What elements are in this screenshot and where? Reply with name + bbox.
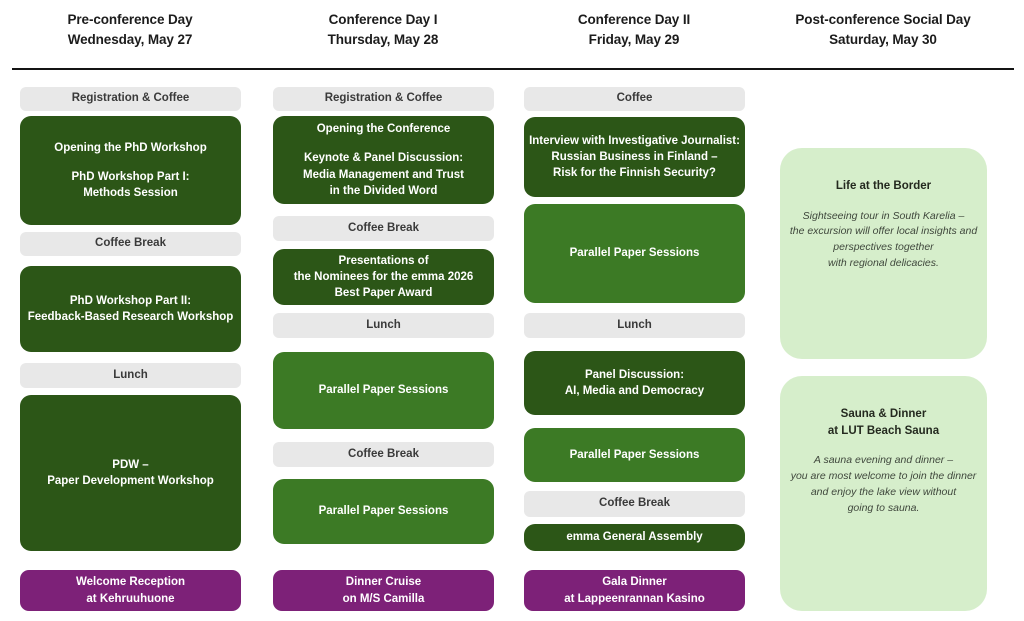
text-line: Coffee Break <box>348 221 419 234</box>
text-line: Media Management and Trust <box>302 168 465 181</box>
day-date: Wednesday, May 27 <box>67 31 193 47</box>
text-line: AI, Media and Democracy <box>564 385 705 397</box>
day-date: Thursday, May 28 <box>327 31 439 47</box>
text-line: on M/S Camilla <box>342 592 425 605</box>
text-line: Life at the Border <box>835 180 932 192</box>
session-card-panel-discussion[interactable]: Panel Discussion: AI, Media and Democracy <box>524 351 745 415</box>
day-date: Saturday, May 30 <box>829 31 937 47</box>
social-card-description: A sauna evening and dinner – you are most… <box>791 453 977 516</box>
day-heading-3: Conference Day II Friday, May 29 <box>474 10 794 50</box>
break-card-registration-coffee[interactable]: Registration & Coffee <box>20 87 241 111</box>
text-line: the Nominees for the emma 2026 <box>293 270 474 283</box>
session-card-parallel-paper-sessions[interactable]: Parallel Paper Sessions <box>524 428 745 482</box>
text-line: Parallel Paper Sessions <box>318 384 449 397</box>
text-line: at LUT Beach Sauna <box>827 424 940 437</box>
text-line: Opening the PhD Workshop <box>54 141 207 154</box>
text-line: Parallel Paper Sessions <box>569 448 700 461</box>
session-card-phd-workshop-part-ii[interactable]: PhD Workshop Part II: Feedback-Based Rese… <box>20 266 241 352</box>
text-line: Coffee <box>616 92 653 105</box>
break-card-lunch[interactable]: Lunch <box>524 313 745 338</box>
text-line: Russian Business in Finland – <box>551 150 718 163</box>
text-line: emma General Assembly <box>566 531 703 544</box>
text-line: Dinner Cruise <box>345 575 422 588</box>
text-line: Risk for the Finnish Security? <box>553 167 716 180</box>
text-line: Panel Discussion: <box>584 368 685 381</box>
session-card-interview-with-investigative-journalist[interactable]: Interview with Investigative Journalist:… <box>524 117 745 197</box>
text-line: Coffee Break <box>348 447 419 460</box>
text-line: Parallel Paper Sessions <box>569 247 700 260</box>
day-title: Conference Day II <box>577 12 691 27</box>
header-divider <box>12 68 1014 70</box>
text-line: Interview with Investigative Journalist: <box>529 134 740 147</box>
text-line: in the Divided Word <box>329 184 438 197</box>
text-line: Registration & Coffee <box>71 92 190 105</box>
text-line: perspectives together <box>833 241 934 254</box>
text-line: Best Paper Award <box>334 287 433 300</box>
day-title: Pre-conference Day <box>67 12 193 27</box>
day-title: Post-conference Social Day <box>795 12 971 27</box>
social-card-title: Life at the Border <box>836 178 931 195</box>
social-card-sauna-dinner[interactable]: Sauna & Dinner at LUT Beach Sauna A sauna … <box>780 376 987 611</box>
text-line: PDW – <box>112 458 149 471</box>
text-line: Coffee Break <box>599 497 670 510</box>
break-card-lunch[interactable]: Lunch <box>273 313 494 338</box>
text-line: Coffee Break <box>95 237 166 250</box>
text-line: the excursion will offer local insights … <box>789 225 978 238</box>
social-card-dinner-cruise[interactable]: Dinner Cruise on M/S Camilla <box>273 570 494 611</box>
text-line: at Kehruuhuone <box>86 592 175 605</box>
text-line: Sightseeing tour in South Karelia – <box>802 209 965 222</box>
break-card-lunch[interactable]: Lunch <box>20 363 241 388</box>
text-line: Keynote & Panel Discussion: <box>303 152 464 165</box>
day-heading-4: Post-conference Social Day Saturday, May… <box>723 10 1024 50</box>
break-card-coffee-break[interactable]: Coffee Break <box>273 442 494 467</box>
text-line: Lunch <box>366 318 401 331</box>
text-line: PhD Workshop Part II: <box>69 294 192 307</box>
text-line: Feedback-Based Research Workshop <box>27 311 234 323</box>
text-line: Methods Session <box>83 187 178 200</box>
break-card-coffee-break[interactable]: Coffee Break <box>20 232 241 256</box>
text-line: Welcome Reception <box>75 575 186 588</box>
social-card-gala-dinner[interactable]: Gala Dinner at Lappeenrannan Kasino <box>524 570 745 611</box>
day-date: Friday, May 29 <box>588 31 680 47</box>
text-line: at Lappeenrannan Kasino <box>564 592 705 605</box>
session-card-parallel-paper-sessions[interactable]: Parallel Paper Sessions <box>273 352 494 429</box>
day-title: Conference Day I <box>328 12 438 27</box>
text-line: Lunch <box>617 318 652 331</box>
text-line: Paper Development Workshop <box>47 475 214 487</box>
session-card-parallel-paper-sessions[interactable]: Parallel Paper Sessions <box>524 204 745 303</box>
text-line: going to sauna. <box>847 501 920 514</box>
text-line: Opening the Conference <box>316 122 451 135</box>
session-card-pdw[interactable]: PDW – Paper Development Workshop <box>20 395 241 551</box>
break-card-coffee[interactable]: Coffee <box>524 87 745 111</box>
text-line: Sauna & Dinner <box>840 408 927 420</box>
text-line: Parallel Paper Sessions <box>318 505 449 518</box>
session-card-emma-general-assembly[interactable]: emma General Assembly <box>524 524 745 551</box>
break-card-registration-coffee[interactable]: Registration & Coffee <box>273 87 494 111</box>
text-line: Gala Dinner <box>602 575 667 588</box>
text-line: you are most welcome to join the dinner <box>790 470 977 483</box>
text-line: A sauna evening and dinner – <box>813 454 954 467</box>
text-line: PhD Workshop Part I: <box>71 170 190 183</box>
break-card-coffee-break[interactable]: Coffee Break <box>273 216 494 241</box>
session-card-parallel-paper-sessions[interactable]: Parallel Paper Sessions <box>273 479 494 544</box>
text-line: Presentations of <box>338 254 429 267</box>
break-card-coffee-break[interactable]: Coffee Break <box>524 491 745 517</box>
day-heading-1: Pre-conference Day Wednesday, May 27 <box>0 10 290 50</box>
text-line: Lunch <box>113 368 148 381</box>
session-card-presentations-of[interactable]: Presentations of the Nominees for the emm… <box>273 249 494 305</box>
social-card-description: Sightseeing tour in South Karelia – the e… <box>790 209 977 272</box>
text-line: and enjoy the lake view without <box>810 485 957 498</box>
text-line: with regional delicacies. <box>828 256 939 269</box>
day-heading-2: Conference Day I Thursday, May 28 <box>223 10 543 50</box>
social-card-welcome-reception[interactable]: Welcome Reception at Kehruuhuone <box>20 570 241 611</box>
text-line: Registration & Coffee <box>324 92 443 105</box>
social-card-title: Sauna & Dinner at LUT Beach Sauna <box>828 406 939 439</box>
